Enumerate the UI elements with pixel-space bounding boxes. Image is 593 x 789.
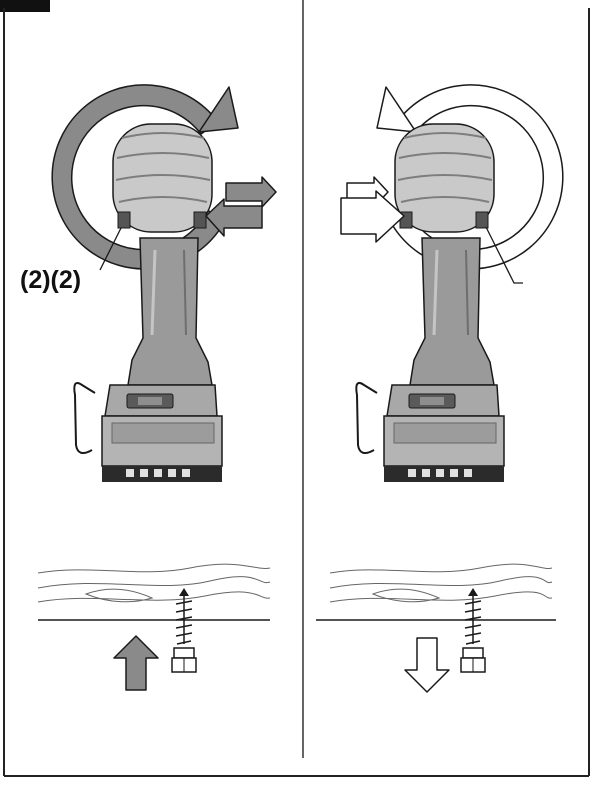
up-arrow-icon [113, 635, 159, 691]
tool-head [394, 123, 495, 233]
screw-left [171, 588, 197, 673]
screw-right [460, 588, 486, 673]
tool-head [112, 123, 213, 233]
down-arrow-icon [404, 637, 450, 693]
impact-driver-right [355, 123, 505, 482]
clockwise-rotation-arrow-icon [51, 84, 239, 270]
left-panel [37, 84, 277, 691]
frame [0, 0, 590, 777]
reverse-push-arrow-icon [340, 176, 405, 243]
corner-tab [0, 0, 50, 12]
right-panel [316, 84, 564, 693]
callout-leader-right [485, 226, 523, 284]
battery-pack [383, 384, 505, 482]
wood-board-right [316, 563, 556, 621]
battery-pack [101, 384, 223, 482]
wood-board-left [37, 563, 271, 621]
impact-driver-left [73, 123, 223, 482]
callout-leader [99, 227, 122, 271]
counterclockwise-rotation-arrow-icon [376, 84, 564, 270]
forward-push-arrow-icon [205, 176, 277, 237]
callout-label: (2)(2) [20, 266, 82, 294]
